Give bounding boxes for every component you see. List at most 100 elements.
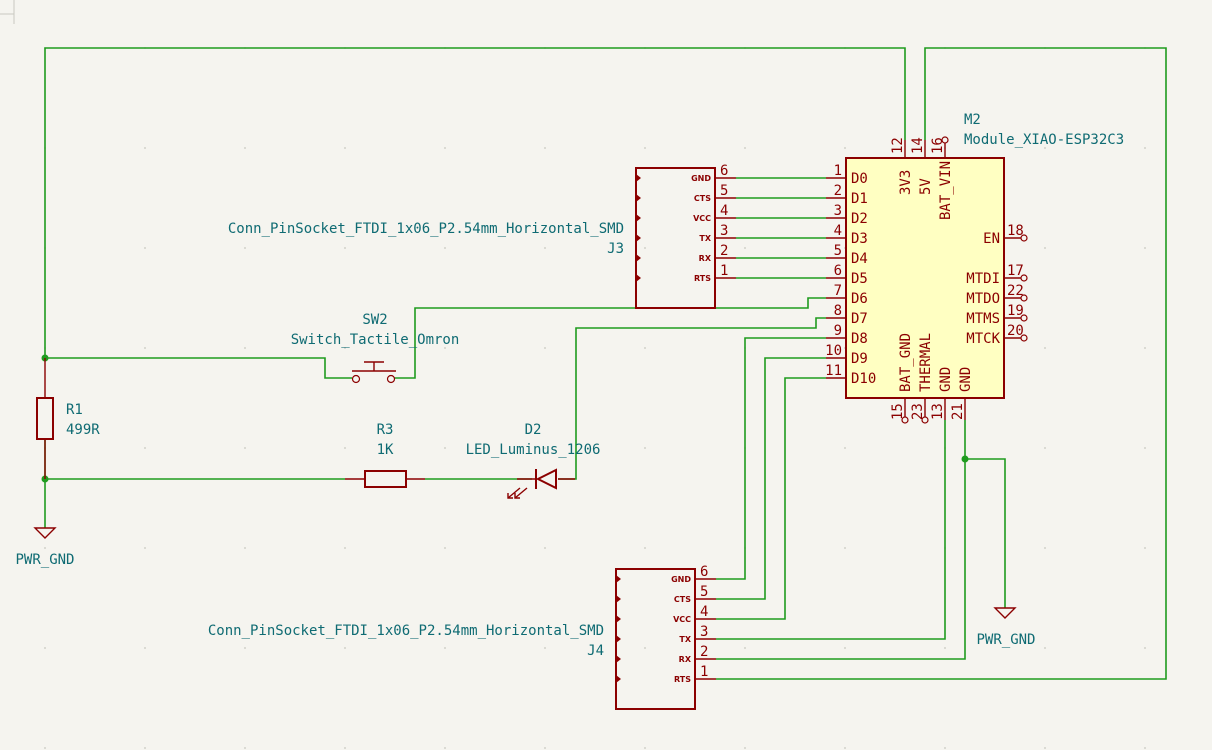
j4-pin-number: 6 [700,564,708,580]
j3-pin-name: TX [699,234,711,243]
m2-pin-name: 3V3 [898,170,914,195]
m2-pin-name: D9 [851,351,868,367]
m2-body [845,157,1005,399]
m2-value: Module_XIAO-ESP32C3 [964,132,1124,148]
socket-mark [616,655,621,663]
m2-pin-name: D8 [851,331,868,347]
m2-pin-name: D0 [851,171,868,187]
sw2-switch[interactable]: SW2 Switch_Tactile_Omron [291,312,460,384]
r3-resistor[interactable]: R3 1K [345,422,425,488]
j3-pin-number: 3 [720,223,728,239]
m2-pin-name: MTMS [966,311,1000,327]
r3-value: 1K [377,442,394,458]
socket-mark [636,234,641,242]
m2-pin-number: 20 [1007,323,1024,339]
j4-ref: J4 [587,643,604,659]
m2-pin-name: MTDI [966,271,1000,287]
wire-d10-j4-vcc[interactable] [716,377,826,620]
j4-pin-name: TX [679,635,691,644]
wire-d9-j4-cts[interactable] [716,357,826,600]
m2-pin-number: 12 [890,137,906,154]
m2-pin-name: D7 [851,311,868,327]
m2-pin-number: 22 [1007,283,1024,299]
m2-ref: M2 [964,112,981,128]
j4-pin-number: 5 [700,584,708,600]
sw2-value: Switch_Tactile_Omron [291,332,460,348]
socket-mark [616,635,621,643]
wire-5v[interactable] [716,47,1167,680]
m2-pin-number: 8 [834,303,842,319]
m2-pin-number: 15 [890,403,906,420]
gnd-symbol-left[interactable]: PWR_GND [15,527,75,568]
wire-d8-j4-gnd[interactable] [716,337,826,580]
j4-value: Conn_PinSocket_FTDI_1x06_P2.54mm_Horizon… [208,623,604,639]
m2-pin-name: MTCK [966,331,1000,347]
j4-pin-name: VCC [673,615,691,624]
m2-pin-number: 19 [1007,303,1024,319]
j3-pin-name: RX [699,254,712,263]
m2-pin-number: 10 [825,343,842,359]
m2-pin-name: D5 [851,271,868,287]
m2-pin-number: 13 [930,403,946,420]
m2-pin-number: 2 [834,183,842,199]
m2-pin-name: GND [958,367,974,392]
m2-pin-name: D4 [851,251,868,267]
m2-pin-name: THERMAL [918,333,934,392]
sw2-contact-right [386,374,396,384]
wire-3v3[interactable] [44,47,906,358]
m2-pin-name: D10 [851,371,876,387]
j4-pin-name: RTS [674,675,691,684]
gnd-right-label: PWR_GND [976,632,1035,648]
wire-switch-r1[interactable] [45,357,352,379]
m2-pin-name: D2 [851,211,868,227]
j3-value: Conn_PinSocket_FTDI_1x06_P2.54mm_Horizon… [228,221,624,237]
d2-led[interactable]: D2 LED_Luminus_1206 [466,422,601,499]
j3-pin-number: 4 [720,203,728,219]
m2-pin-name: BAT_VIN [938,161,954,220]
socket-mark [616,595,621,603]
j4-pin-name: CTS [674,595,691,604]
wire-gnd21-j4-rx[interactable] [716,420,966,660]
r1-resistor[interactable]: R1 499R [36,358,100,479]
m2-pin-number: 17 [1007,263,1024,279]
r3-ref: R3 [377,422,394,438]
j4-pin-number: 4 [700,604,708,620]
m2-pin-number: 21 [950,403,966,420]
socket-mark [636,214,641,222]
m2-pin-name: D1 [851,191,868,207]
r1-value: 499R [66,422,100,438]
j3-ref: J3 [607,241,624,257]
r1-ref: R1 [66,402,83,418]
m2-pin-name: GND [938,367,954,392]
socket-mark [616,575,621,583]
socket-mark [636,274,641,282]
m2-pin-number: 3 [834,203,842,219]
m2-pin-name: BAT_GND [898,333,914,392]
wire-r3-r1[interactable] [44,440,345,480]
m2-pin-number: 14 [910,137,926,154]
j3-pin-name: CTS [694,194,711,203]
socket-mark [636,194,641,202]
m2-pin-number: 16 [930,137,946,154]
wire-gnd21-pwr[interactable] [965,458,1006,608]
wire-d6-switch[interactable] [390,297,826,379]
sw2-contact-left [351,374,361,384]
m2-pin-number: 5 [834,243,842,259]
j3-pin-number: 2 [720,243,728,259]
m2-pin-number: 11 [825,363,842,379]
wire-gnd13-j4-tx[interactable] [716,420,946,640]
j4-pin-name: GND [671,575,691,584]
m2-pin-number: 9 [834,323,842,339]
d2-triangle [535,468,557,490]
sw2-ref: SW2 [362,312,387,328]
gnd-symbol-right[interactable]: PWR_GND [976,607,1036,648]
j4-pin-number: 3 [700,624,708,640]
junction-gnd21 [961,455,969,463]
j3-pin-name: RTS [694,274,711,283]
wires [44,47,1167,680]
socket-mark [616,615,621,623]
